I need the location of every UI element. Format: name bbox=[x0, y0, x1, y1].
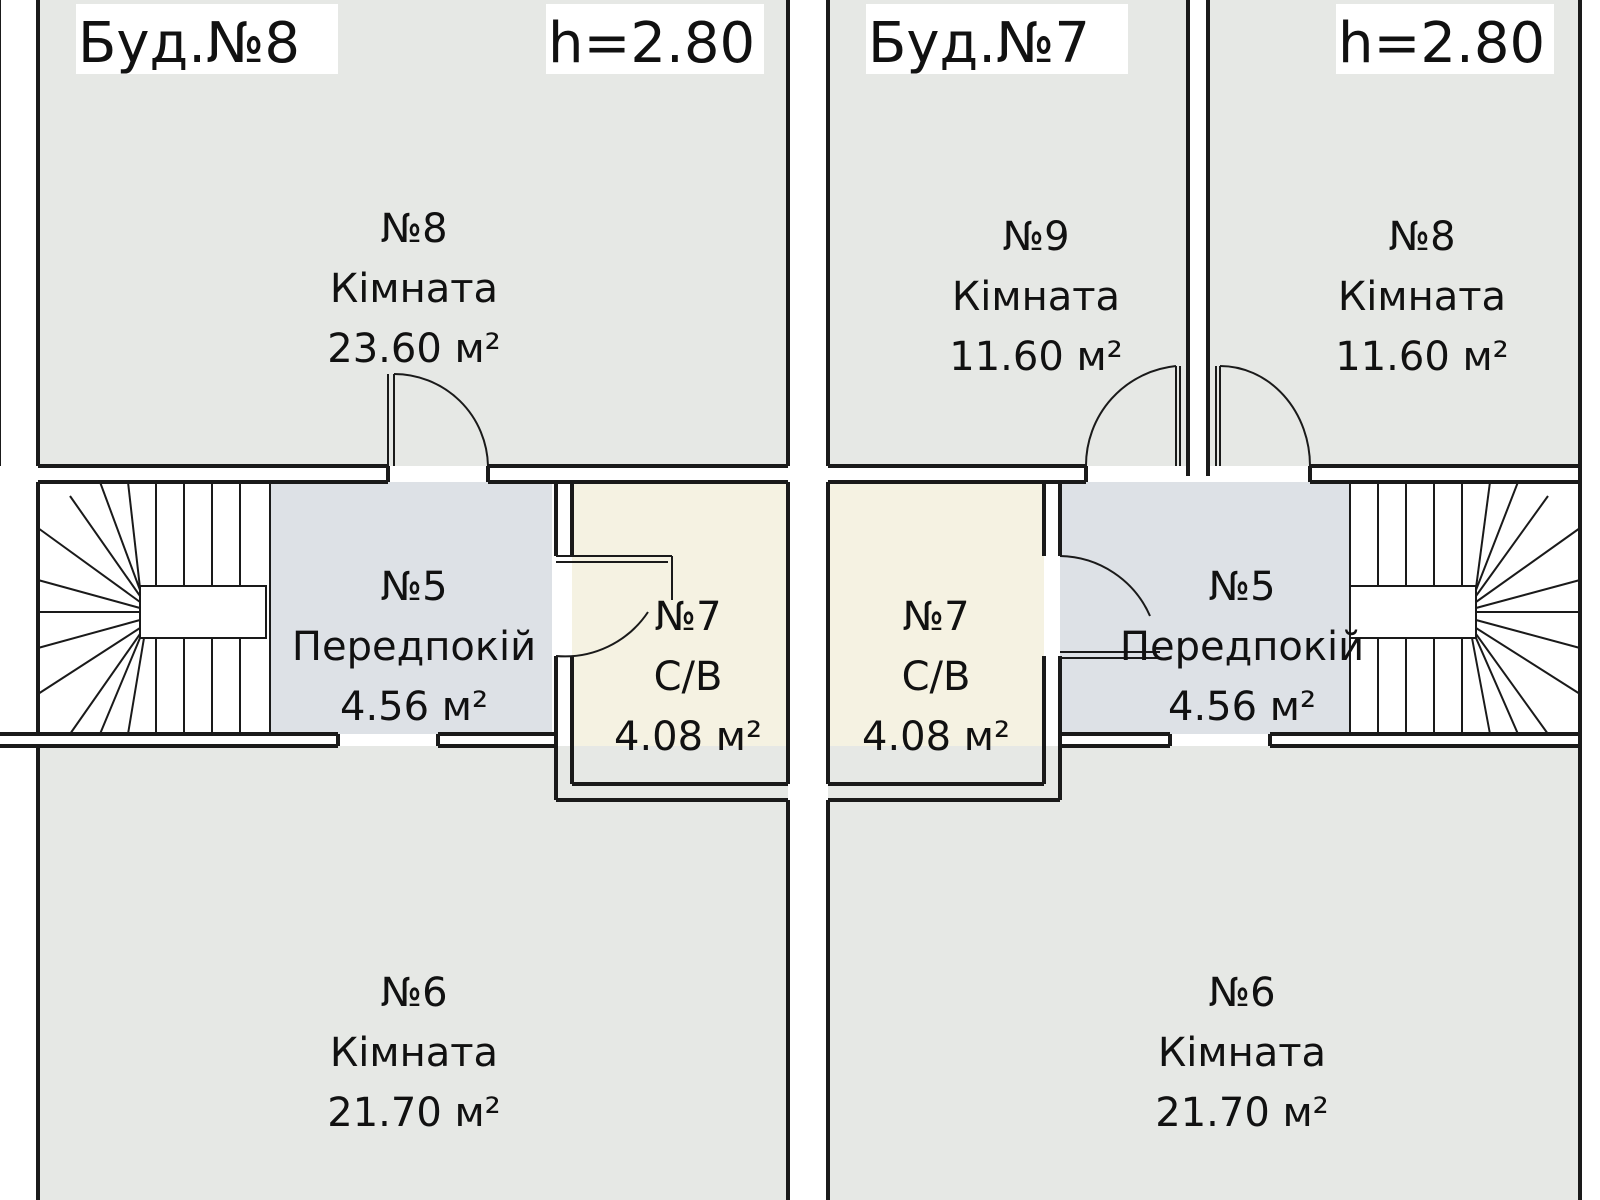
room-name: Передпокій bbox=[1120, 624, 1364, 670]
room-label-b8-6: №6 Кімната 21.70 м² bbox=[327, 970, 500, 1136]
room-name: Кімната bbox=[330, 266, 498, 312]
room-b7-8-fill bbox=[1208, 0, 1580, 466]
room-name: Передпокій bbox=[292, 624, 536, 670]
building-7-title: Буд.№7 bbox=[868, 11, 1090, 76]
door-b8-room8 bbox=[387, 373, 489, 467]
building-8-title: Буд.№8 bbox=[78, 11, 300, 76]
room-b7-5-fill bbox=[1060, 482, 1350, 734]
room-b8-7-fill bbox=[572, 482, 788, 784]
room-name: Кімната bbox=[952, 274, 1120, 320]
door-b7-room8 bbox=[1215, 365, 1311, 467]
room-label-b8-8: №8 Кімната 23.60 м² bbox=[327, 206, 500, 372]
building-7-height: h=2.80 bbox=[1338, 11, 1545, 76]
header-bg bbox=[1336, 4, 1554, 74]
door-b7-room9 bbox=[1084, 365, 1181, 467]
door-b7-wc bbox=[1059, 555, 1160, 659]
room-b8-5-fill bbox=[270, 482, 552, 734]
header-bg bbox=[76, 4, 338, 74]
staircase-right bbox=[1349, 481, 1581, 735]
room-name: Кімната bbox=[330, 1030, 498, 1076]
room-b7-9-fill bbox=[828, 0, 1188, 466]
room-number: №8 bbox=[380, 206, 447, 252]
room-area: 21.70 м² bbox=[327, 1090, 500, 1136]
room-name: С/В bbox=[902, 654, 971, 700]
room-b8-6-fill bbox=[38, 746, 788, 1200]
staircase-left bbox=[37, 481, 271, 735]
header-bg bbox=[866, 4, 1128, 74]
room-number: №5 bbox=[1208, 564, 1275, 610]
room-area: 4.56 м² bbox=[1168, 684, 1316, 730]
room-name: Кімната bbox=[1158, 1030, 1326, 1076]
room-number: №7 bbox=[654, 594, 721, 640]
room-b8-6-corner-fill bbox=[38, 746, 562, 800]
room-number: №6 bbox=[380, 970, 447, 1016]
room-number: №7 bbox=[902, 594, 969, 640]
room-label-b7-7: №7 С/В 4.08 м² bbox=[862, 594, 1010, 760]
room-area: 4.08 м² bbox=[862, 714, 1010, 760]
room-area: 11.60 м² bbox=[1335, 334, 1508, 380]
room-number: №6 bbox=[1208, 970, 1275, 1016]
room-name: Кімната bbox=[1338, 274, 1506, 320]
room-number: №9 bbox=[1002, 214, 1069, 260]
building-8-height: h=2.80 bbox=[548, 11, 755, 76]
room-label-b7-8: №8 Кімната 11.60 м² bbox=[1335, 214, 1508, 380]
room-b8-8-fill bbox=[38, 0, 788, 466]
room-label-b7-9: №9 Кімната 11.60 м² bbox=[949, 214, 1122, 380]
room-name: С/В bbox=[654, 654, 723, 700]
room-label-b8-5: №5 Передпокій 4.56 м² bbox=[292, 564, 536, 730]
door-b8-wc bbox=[555, 555, 673, 658]
room-label-b7-5: №5 Передпокій 4.56 м² bbox=[1120, 564, 1364, 730]
room-area: 4.56 м² bbox=[340, 684, 488, 730]
room-b7-7-fill bbox=[828, 482, 1044, 784]
room-area: 23.60 м² bbox=[327, 326, 500, 372]
room-b7-6-corner-fill bbox=[1056, 746, 1580, 800]
room-area: 21.70 м² bbox=[1155, 1090, 1328, 1136]
header-bg bbox=[546, 4, 764, 74]
room-label-b8-7: №7 С/В 4.08 м² bbox=[614, 594, 762, 760]
room-area: 11.60 м² bbox=[949, 334, 1122, 380]
room-number: №8 bbox=[1388, 214, 1455, 260]
room-area: 4.08 м² bbox=[614, 714, 762, 760]
room-label-b7-6: №6 Кімната 21.70 м² bbox=[1155, 970, 1328, 1136]
room-number: №5 bbox=[380, 564, 447, 610]
room-b7-6-fill bbox=[828, 746, 1580, 1200]
